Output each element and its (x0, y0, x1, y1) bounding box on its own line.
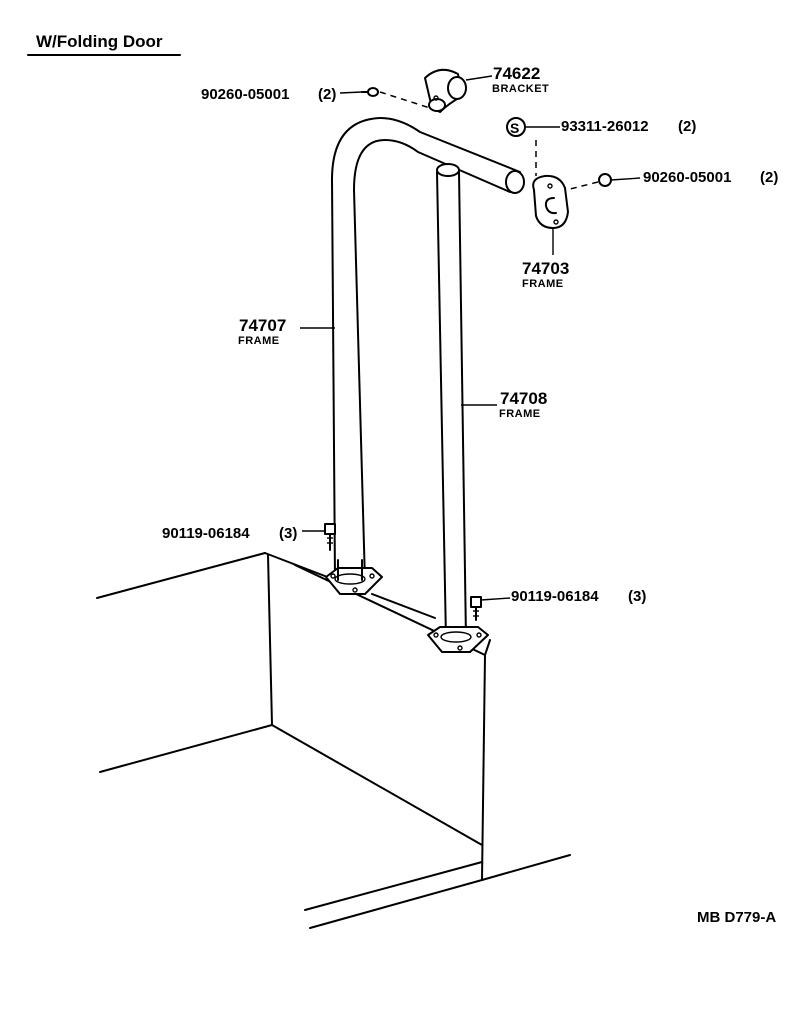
label-screw-top-right-qty: (2) (760, 169, 778, 186)
label-screw-top-right-number: 90260-05001 (643, 169, 731, 186)
frame-74708 (427, 163, 489, 653)
bolt-left (324, 523, 336, 551)
label-bolt-right-qty: (3) (628, 588, 646, 605)
vehicle-body-panel (96, 552, 571, 929)
label-bracket-name: BRACKET (492, 83, 549, 95)
label-frame-right-name: FRAME (499, 408, 541, 420)
nut-93311: S (506, 117, 537, 176)
bolt-right (470, 596, 482, 621)
frame-74707 (325, 117, 525, 595)
frame-74703 (532, 174, 569, 255)
bracket-74622 (424, 68, 467, 113)
drawing-code: MB D779-A (697, 909, 776, 926)
label-nut-qty: (2) (678, 118, 696, 135)
label-bracket-number: 74622 (493, 64, 540, 83)
label-frame-left-name: FRAME (238, 335, 280, 347)
label-frame-small-name: FRAME (522, 278, 564, 290)
label-bolt-left-qty: (3) (279, 525, 297, 542)
label-frame-small-number: 74703 (522, 259, 569, 278)
label-bolt-right-number: 90119-06184 (511, 588, 599, 605)
label-screw-top-left-qty: (2) (318, 86, 336, 103)
label-screw-top-left-number: 90260-05001 (201, 86, 289, 103)
diagram-title: W/Folding Door (36, 32, 163, 51)
label-bolt-left-number: 90119-06184 (162, 525, 250, 542)
screw-top-left (361, 87, 431, 109)
leader-lines (300, 75, 641, 601)
label-frame-left-number: 74707 (239, 316, 286, 335)
label-frame-right-number: 74708 (500, 389, 547, 408)
label-nut-number: 93311-26012 (561, 118, 649, 135)
svg-text:S: S (510, 120, 519, 136)
screw-top-right (565, 173, 612, 191)
